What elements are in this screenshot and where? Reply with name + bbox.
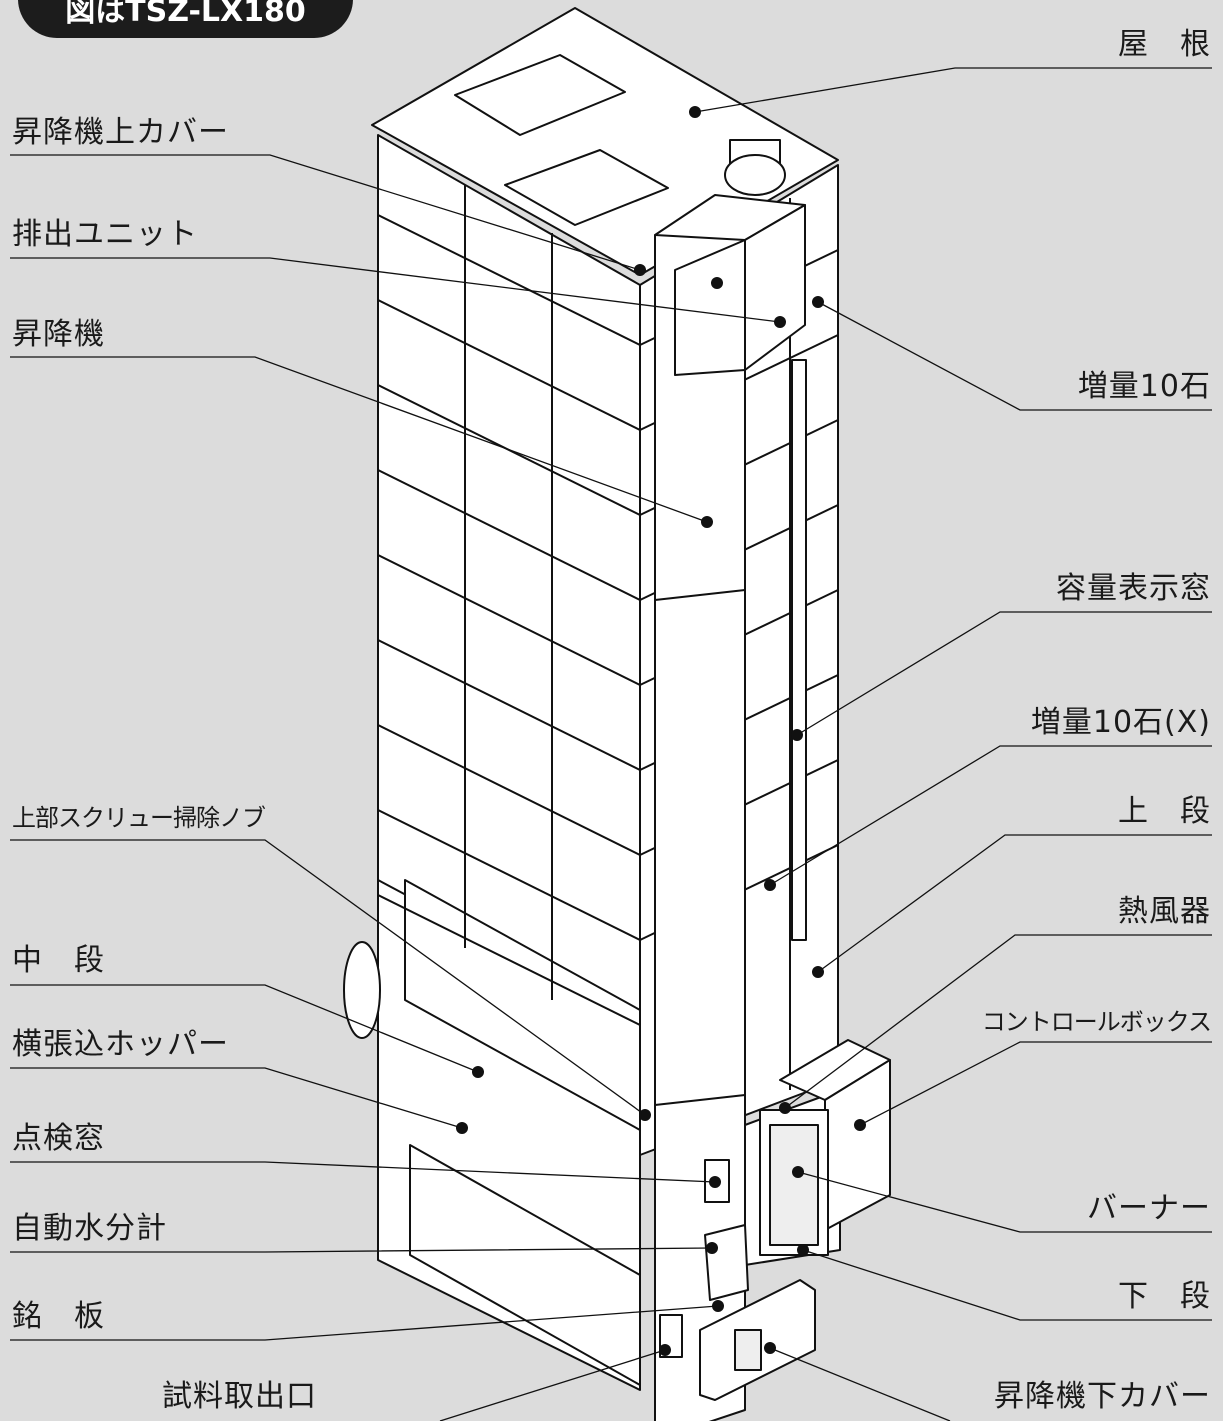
label-shokoki: 昇降機 <box>12 317 105 352</box>
label-shiryo: 試料取出口 <box>162 1379 317 1414</box>
label-yane: 屋 根 <box>1118 27 1211 62</box>
label-yoryo-window: 容量表示窓 <box>1056 571 1211 606</box>
label-hopper: 横張込ホッパー <box>12 1027 229 1062</box>
label-haishutsu-unit: 排出ユニット <box>12 217 198 252</box>
label-burner: バーナー <box>1087 1191 1211 1226</box>
label-gedan: 下 段 <box>1118 1279 1211 1314</box>
label-shokoki-shita-cover: 昇降機下カバー <box>994 1379 1211 1414</box>
label-chudan: 中 段 <box>12 943 105 978</box>
label-screw-knob: 上部スクリュー掃除ノブ <box>12 804 266 832</box>
label-shokoki-ue-cover: 昇降機上カバー <box>12 115 229 150</box>
label-control-box: コントロールボックス <box>981 1008 1212 1036</box>
label-jodan: 上 段 <box>1118 794 1211 829</box>
model-badge: 図はTSZ-LX180 <box>18 0 353 38</box>
label-neppuki: 熱風器 <box>1118 894 1211 929</box>
label-zoryo: 増量10石 <box>1077 369 1211 404</box>
label-zoryo-x: 増量10石(X) <box>1030 705 1211 740</box>
label-meiban: 銘 板 <box>12 1299 105 1334</box>
label-tenken: 点検窓 <box>12 1121 105 1156</box>
label-moisture: 自動水分計 <box>12 1211 167 1246</box>
